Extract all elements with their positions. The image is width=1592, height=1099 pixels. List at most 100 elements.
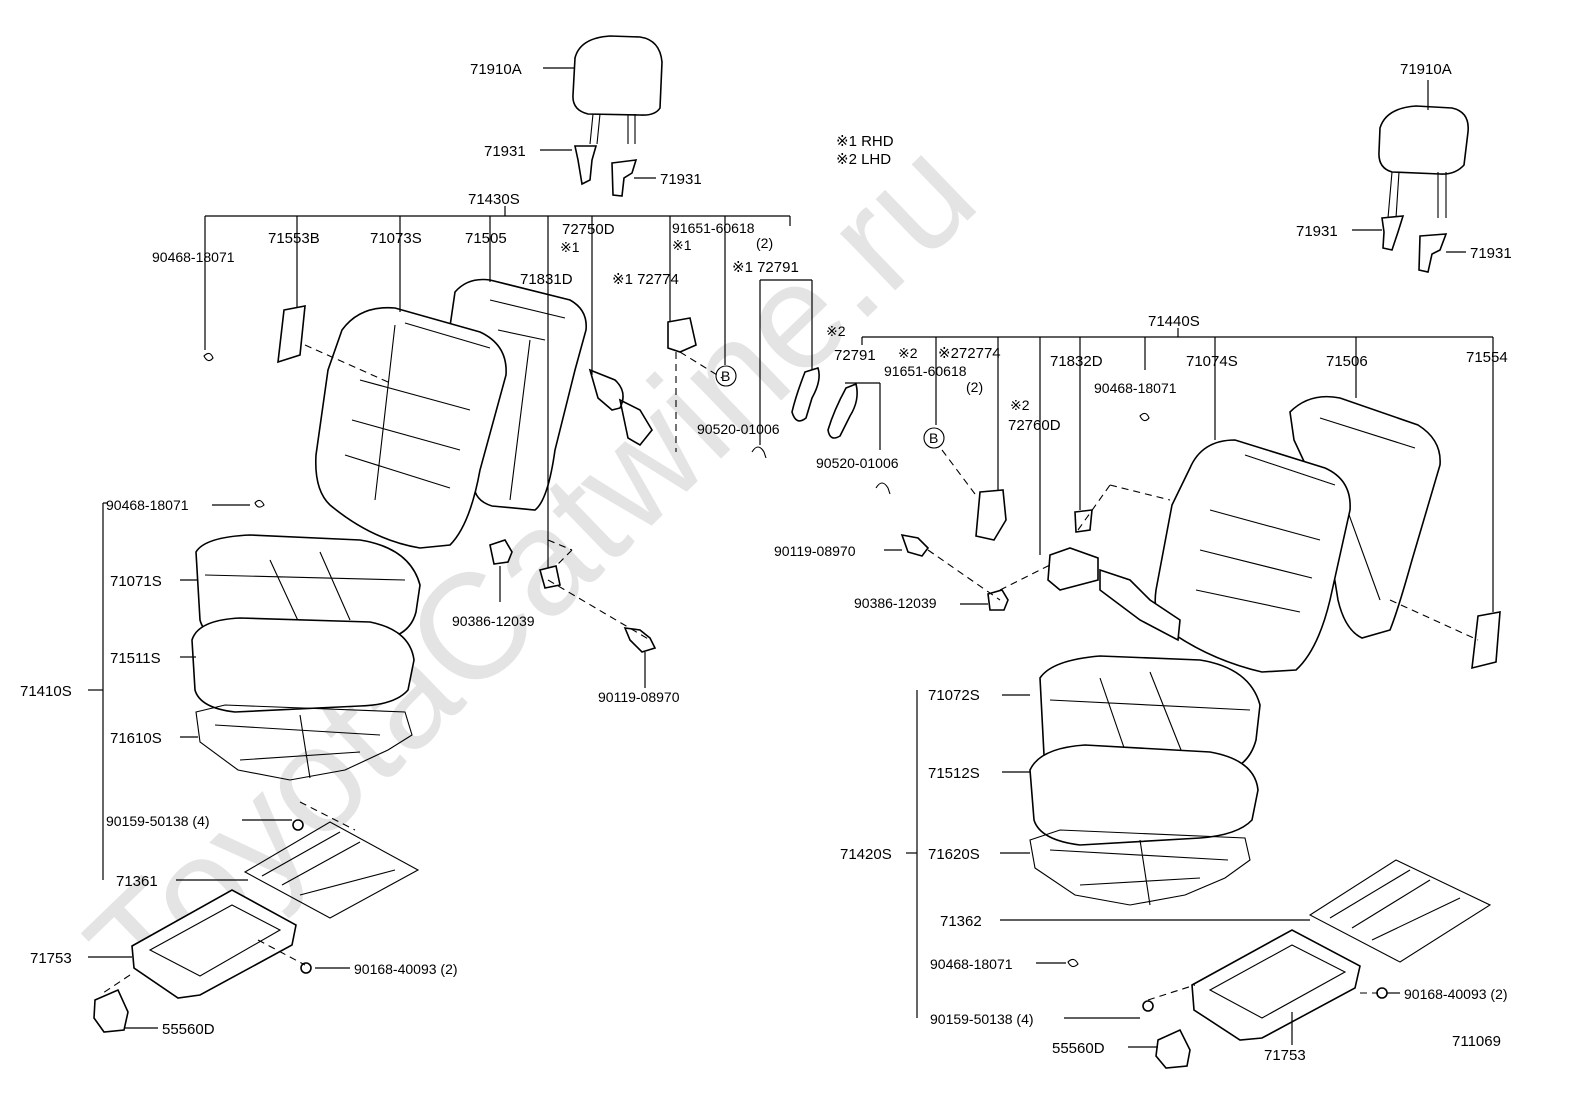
label-90468-18071-left-2: 90468-18071: [106, 497, 189, 513]
right-guide-2: [1418, 233, 1448, 273]
left-seatback-front: [314, 306, 507, 549]
label-91651-60618-right: 91651-60618: [884, 363, 967, 379]
label-90520-01006-left: 90520-01006: [697, 421, 780, 437]
right-trim-cover-71554: [1471, 611, 1501, 670]
left-nut-90386: [489, 539, 513, 565]
label-72774-left: ※1 72774: [612, 271, 679, 288]
legend-rhd: ※1 RHD: [836, 133, 894, 150]
label-71410S: 71410S: [20, 683, 72, 700]
legend-lhd: ※2 LHD: [836, 151, 891, 168]
left-seat-group: [93, 35, 820, 1033]
left-connector-b-marker: [715, 365, 737, 387]
right-belt-buckle: [1047, 547, 1181, 642]
label-90468-18071-right-1: 90468-18071: [1094, 380, 1177, 396]
label-90119-08970-right: 90119-08970: [774, 543, 856, 559]
label-71074S: 71074S: [1186, 353, 1238, 370]
label-71910A-right: 71910A: [1400, 61, 1452, 78]
label-90468-18071-right-2: 90468-18071: [930, 956, 1013, 972]
left-handle-72791: [791, 367, 820, 422]
right-handle-72791: [827, 382, 858, 439]
right-bolt-90168: [1376, 987, 1388, 999]
label-72791-right: 72791: [834, 347, 876, 364]
left-screw-90159: [292, 819, 304, 831]
label-71831D: 71831D: [520, 271, 573, 288]
label-71071S: 71071S: [110, 573, 162, 590]
label-71420S: 71420S: [840, 846, 892, 863]
label-71430S: 71430S: [468, 191, 520, 208]
label-71072S: 71072S: [928, 687, 980, 704]
label-55560D-right: 55560D: [1052, 1040, 1105, 1057]
label-71440S: 71440S: [1148, 313, 1200, 330]
label-72791-left: ※1 72791: [732, 259, 799, 276]
right-leader-lines: [845, 80, 1494, 1048]
left-guide-2: [611, 159, 638, 197]
left-headrest: [572, 35, 663, 145]
label-90159-50138-left: 90159-50138 (4): [106, 813, 210, 829]
left-trim-cover-71553B: [277, 305, 306, 364]
left-clip-55560D: [93, 988, 129, 1033]
label-71910A-left: 71910A: [470, 61, 522, 78]
label-71073S: 71073S: [370, 230, 422, 247]
label-91651-qty-left: (2): [756, 235, 773, 251]
label-rhd-marker-b: ※1: [672, 237, 692, 253]
label-71505: 71505: [465, 230, 507, 247]
left-seat-track-71361: [243, 821, 420, 919]
label-b-right: B: [929, 430, 938, 446]
label-71610S: 71610S: [110, 730, 162, 747]
label-71553B: 71553B: [268, 230, 320, 247]
label-72750D: 72750D: [562, 221, 615, 238]
label-71511S: 71511S: [110, 650, 161, 667]
label-b-left: B: [721, 368, 730, 384]
label-71931-left-1: 71931: [484, 143, 526, 160]
label-90520-01006-right: 90520-01006: [816, 455, 899, 471]
label-71512S: 71512S: [928, 765, 980, 782]
left-bracket-71831D: [539, 565, 561, 589]
right-connector-b-marker: [923, 427, 945, 449]
label-90168-40093-right: 90168-40093 (2): [1404, 986, 1508, 1002]
right-under-tray-71753: [1191, 929, 1361, 1041]
left-clip-90520: [751, 446, 767, 459]
left-bolt-90168: [300, 962, 312, 974]
right-clip-55560D: [1155, 1028, 1191, 1069]
label-lhd-marker-b: ※2: [898, 345, 918, 361]
right-seatback-rear: [1289, 395, 1441, 639]
label-90468-18071-left-1: 90468-18071: [152, 249, 235, 265]
right-guide-1: [1381, 215, 1405, 251]
label-72774-right: ※272774: [938, 345, 1001, 362]
label-91651-60618-left: 91651-60618: [672, 220, 755, 236]
label-72760D: 72760D: [1008, 417, 1061, 434]
right-seat-frame: [1029, 829, 1251, 906]
left-leader-lines: [88, 67, 813, 1029]
left-bracket-72774: [667, 317, 697, 353]
label-71832D: 71832D: [1050, 353, 1103, 370]
label-90386-12039-left: 90386-12039: [452, 613, 535, 629]
figure-number: 711069: [1452, 1033, 1501, 1050]
label-71931-right-1: 71931: [1296, 223, 1338, 240]
label-rhd-marker-a: ※1: [560, 239, 580, 255]
label-71753-right: 71753: [1264, 1047, 1306, 1064]
right-bracket-71832D: [1074, 509, 1093, 533]
label-55560D-left: 55560D: [162, 1021, 215, 1038]
callout-labels: 71910A 71931 71931 71430S 90468-18071 71…: [20, 61, 1512, 1064]
label-71931-right-2: 71931: [1470, 245, 1512, 262]
left-bolt-90119: [623, 627, 657, 653]
left-guide-1: [574, 145, 598, 186]
label-90119-08970-left: 90119-08970: [598, 689, 680, 705]
left-cushion-pad: [191, 617, 415, 713]
label-71753-left: 71753: [30, 950, 72, 967]
label-71506: 71506: [1326, 353, 1368, 370]
label-91651-qty-right: (2): [966, 379, 983, 395]
left-seat-frame: [195, 704, 413, 781]
label-71361: 71361: [116, 873, 158, 890]
right-bolt-90119: [900, 533, 930, 557]
label-71931-left-2: 71931: [660, 171, 702, 188]
label-90168-40093-left: 90168-40093 (2): [354, 961, 458, 977]
right-seat-track-71362: [1308, 859, 1492, 963]
right-clip-90520: [875, 482, 891, 495]
right-headrest: [1378, 105, 1469, 219]
label-71362: 71362: [940, 913, 982, 930]
right-nut-90386: [987, 589, 1009, 611]
right-cushion-pad: [1029, 744, 1259, 846]
label-90386-12039-right: 90386-12039: [854, 595, 937, 611]
